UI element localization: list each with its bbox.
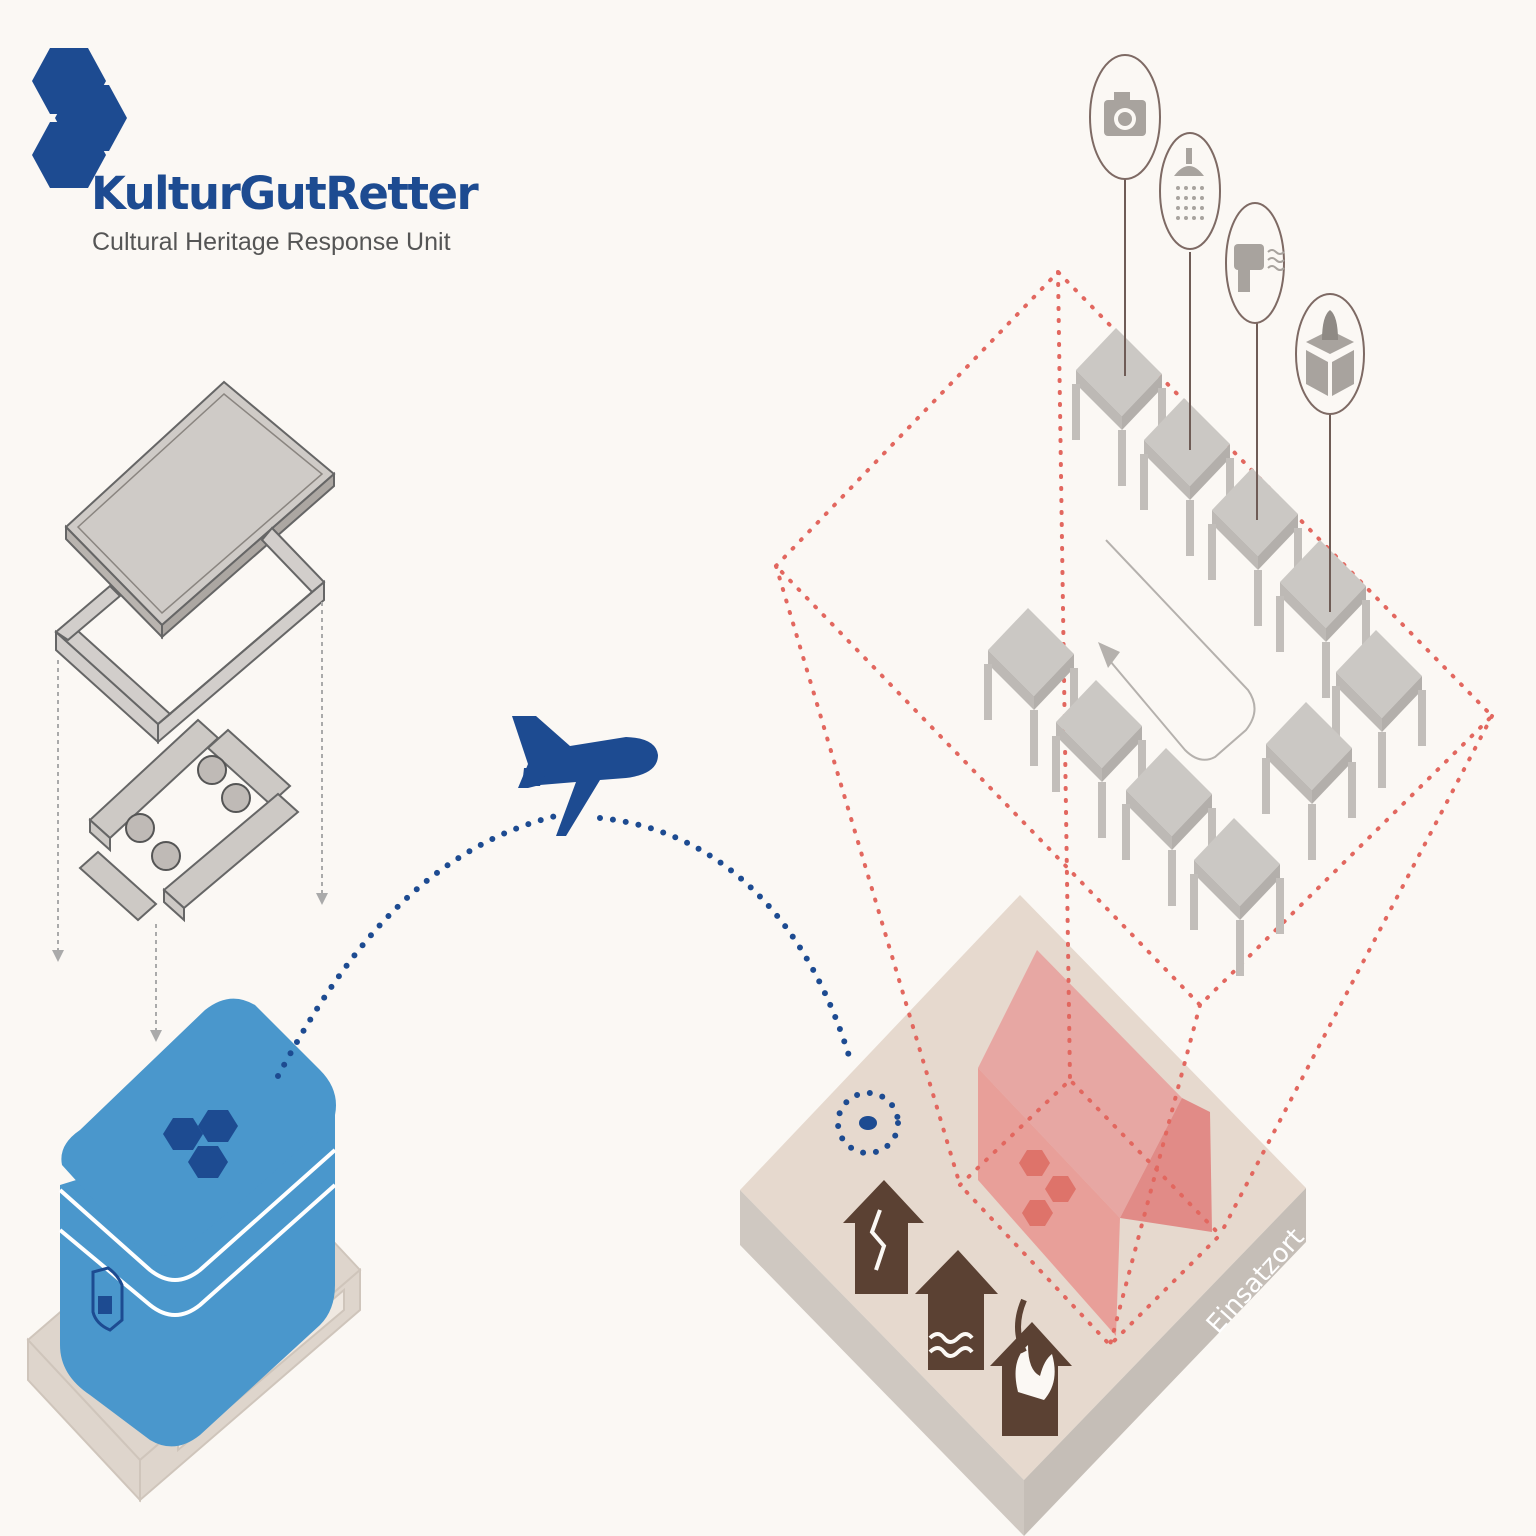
earthquake-house-icon bbox=[843, 1180, 924, 1294]
station-packing[interactable] bbox=[1295, 293, 1365, 415]
caster-wheel-icon bbox=[125, 755, 251, 871]
station-cleaning[interactable] bbox=[1159, 132, 1221, 250]
fire-house-icon bbox=[990, 1298, 1072, 1436]
lid-panel bbox=[64, 380, 336, 640]
airplane-icon bbox=[512, 716, 658, 836]
work-table bbox=[984, 608, 1078, 766]
dryer-icon bbox=[1234, 244, 1285, 292]
brand-subtitle: Cultural Heritage Response Unit bbox=[92, 228, 451, 256]
frame-rail bbox=[54, 526, 326, 745]
work-table bbox=[1140, 398, 1234, 556]
brand-title: KulturGutRetter bbox=[91, 167, 479, 220]
flood-house-icon bbox=[915, 1250, 998, 1370]
work-table bbox=[1190, 818, 1284, 976]
response-container bbox=[26, 998, 362, 1503]
workflow-direction-arrow bbox=[1098, 539, 1256, 761]
shower-icon bbox=[1174, 148, 1204, 220]
container-handle-icon bbox=[91, 1266, 124, 1332]
packing-box-icon bbox=[1306, 310, 1354, 396]
work-table bbox=[1052, 680, 1146, 838]
container-logo-icon bbox=[163, 1110, 238, 1178]
projection-lines bbox=[773, 269, 1495, 1348]
workflow-tables bbox=[984, 328, 1426, 976]
station-drying[interactable] bbox=[1225, 202, 1285, 324]
wheel-base bbox=[78, 718, 300, 923]
tent-logo-icon bbox=[1019, 1150, 1076, 1226]
logo-group: KulturGutRetter Cultural Heritage Respon… bbox=[32, 48, 481, 256]
frame-exploded-view bbox=[52, 380, 336, 1042]
work-table bbox=[1072, 328, 1166, 486]
assembly-arrows bbox=[57, 602, 323, 1030]
work-table bbox=[1262, 702, 1356, 860]
arrow-heads bbox=[52, 893, 328, 1042]
work-table bbox=[1276, 540, 1370, 698]
station-camera[interactable] bbox=[1089, 54, 1161, 180]
work-table bbox=[1122, 748, 1216, 906]
camera-icon bbox=[1104, 92, 1146, 136]
station-pins bbox=[1124, 178, 1331, 612]
flight-path bbox=[275, 812, 855, 1079]
logo-hexagon-icon bbox=[32, 48, 127, 188]
location-marker-icon bbox=[835, 1090, 901, 1156]
work-table bbox=[1208, 468, 1302, 626]
work-table bbox=[1332, 630, 1426, 788]
